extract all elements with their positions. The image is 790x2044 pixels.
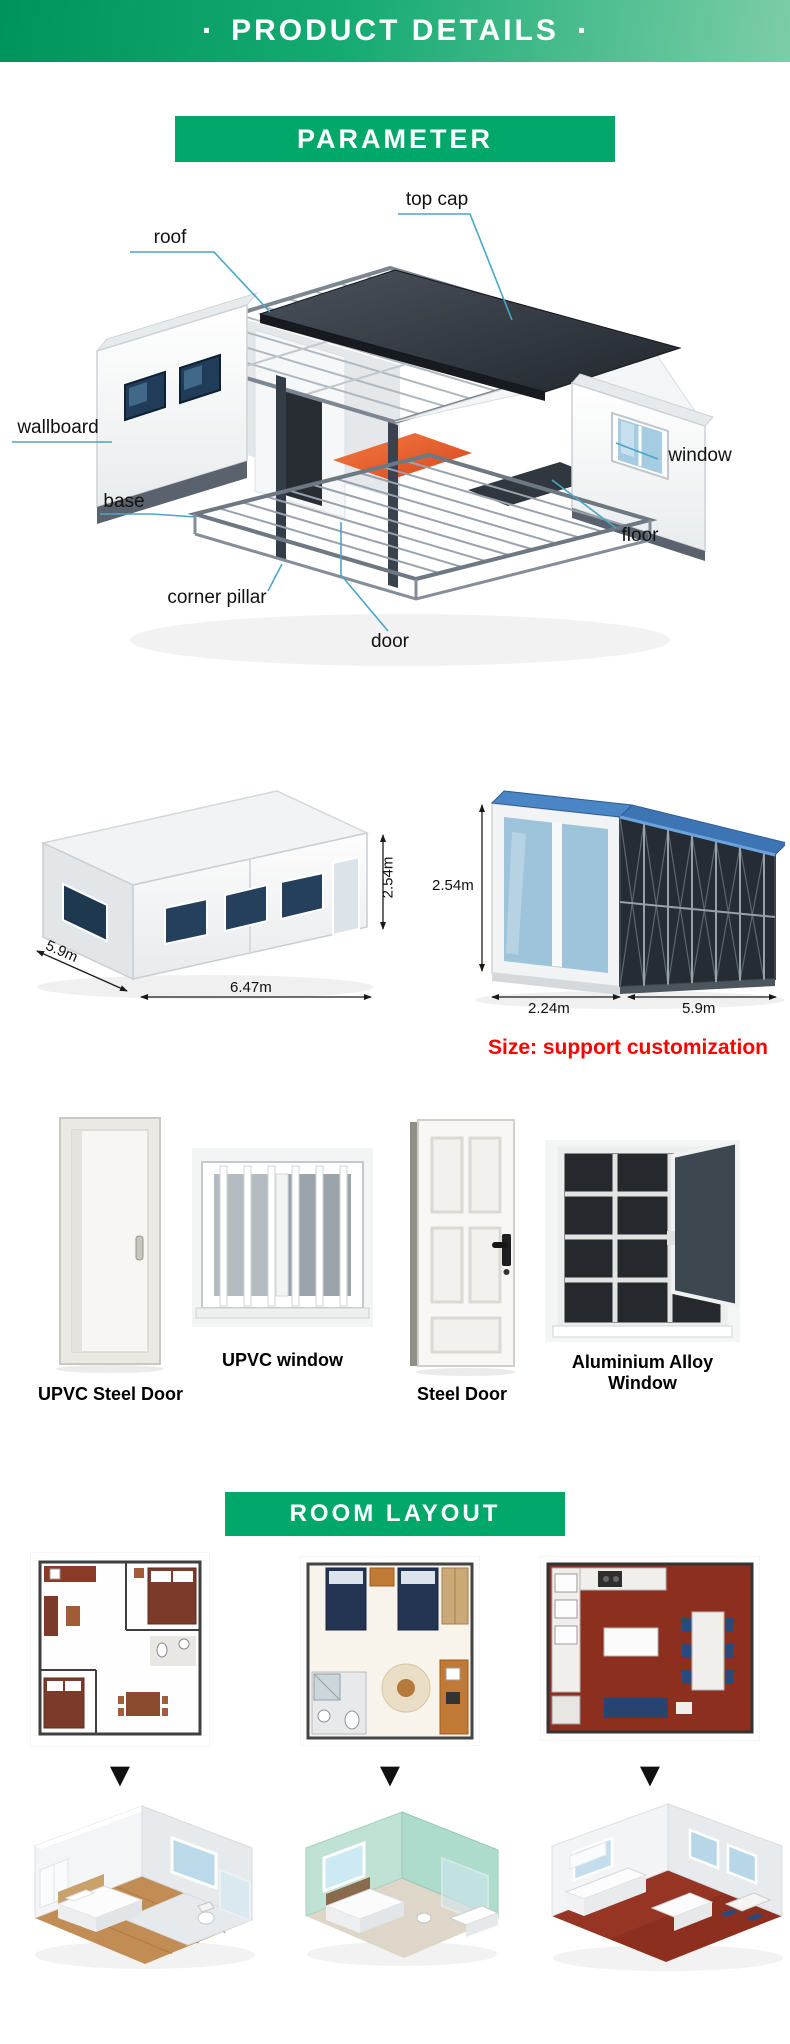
down-arrow-icon: ▼ bbox=[373, 1756, 407, 1794]
room-render-2-image bbox=[292, 1806, 512, 1986]
room-render-3-illustration bbox=[551, 1803, 783, 1971]
diagram-label-base: base bbox=[103, 491, 145, 512]
diagram-label-floor: floor bbox=[621, 525, 659, 546]
folded-length-dimension: 5.9m bbox=[682, 1000, 716, 1017]
diagram-label-top-cap: top cap bbox=[405, 189, 469, 210]
expanded-length-dimension: 6.47m bbox=[230, 979, 272, 996]
folded-width-dimension: 2.24m bbox=[528, 1000, 570, 1017]
room-layout-section-title: ROOM LAYOUT bbox=[289, 1500, 501, 1527]
floor-plan-1-image bbox=[29, 1551, 211, 1752]
room-render-3-image bbox=[540, 1800, 790, 1990]
room-render-1-illustration bbox=[34, 1805, 255, 1969]
upvc-steel-door-illustration bbox=[56, 1117, 164, 1373]
down-arrow-icon: ▼ bbox=[103, 1756, 137, 1794]
header-left-dot: · bbox=[201, 12, 214, 50]
folded-container-illustration bbox=[475, 790, 785, 1009]
size-customization-note: Size: support customization bbox=[488, 1036, 769, 1059]
page-header: · PRODUCT DETAILS · bbox=[0, 0, 790, 62]
diagram-label-door: door bbox=[370, 631, 410, 652]
aluminium-alloy-window-illustration bbox=[545, 1139, 740, 1342]
steel-door-image bbox=[392, 1112, 532, 1383]
container-house-illustration bbox=[12, 213, 714, 666]
room-layout-section-banner: ROOM LAYOUT bbox=[225, 1492, 565, 1536]
floor-plan-1-illustration bbox=[29, 1551, 211, 1748]
aluminium-alloy-window-image bbox=[545, 1136, 740, 1353]
expanded-height-dimension: 2.54m bbox=[379, 856, 397, 899]
house-structure-diagram: top cap roof wallboard window base floor… bbox=[0, 170, 790, 745]
upvc-window-illustration bbox=[192, 1148, 373, 1327]
steel-door-illustration bbox=[410, 1119, 516, 1376]
room-render-1-image bbox=[20, 1800, 265, 1990]
floor-plan-3-image bbox=[539, 1555, 761, 1746]
diagram-label-window: window bbox=[668, 445, 732, 466]
steel-door-label: Steel Door bbox=[416, 1384, 508, 1404]
upvc-steel-door-image bbox=[40, 1112, 180, 1379]
parameter-section-banner: PARAMETER bbox=[175, 116, 615, 162]
folded-container-photo: 2.54m 2.24m 5.9m bbox=[430, 757, 785, 1019]
upvc-window-image bbox=[190, 1140, 375, 1340]
floor-plan-2-illustration bbox=[299, 1555, 481, 1747]
diagram-label-corner-pillar: corner pillar bbox=[167, 587, 267, 608]
aluminium-alloy-window-label: Aluminium Alloy Window bbox=[571, 1352, 714, 1393]
down-arrow-icon: ▼ bbox=[633, 1756, 667, 1794]
diagram-label-wallboard: wallboard bbox=[17, 417, 99, 438]
folded-height-dimension: 2.54m bbox=[432, 877, 474, 894]
header-right-dot: · bbox=[576, 12, 589, 50]
floor-plan-2-image bbox=[299, 1555, 481, 1751]
room-render-2-illustration bbox=[305, 1811, 500, 1966]
upvc-steel-door-label: UPVC Steel Door bbox=[37, 1384, 184, 1404]
expanded-container-photo: 5.9m 6.47m 2.54m bbox=[15, 757, 400, 1007]
page-title: PRODUCT DETAILS bbox=[231, 14, 559, 47]
expanded-container-illustration bbox=[36, 790, 386, 1000]
diagram-label-roof: roof bbox=[153, 227, 187, 248]
parameter-section-title: PARAMETER bbox=[296, 123, 493, 154]
upvc-window-label: UPVC window bbox=[222, 1350, 343, 1370]
floor-plan-3-illustration bbox=[539, 1555, 761, 1742]
